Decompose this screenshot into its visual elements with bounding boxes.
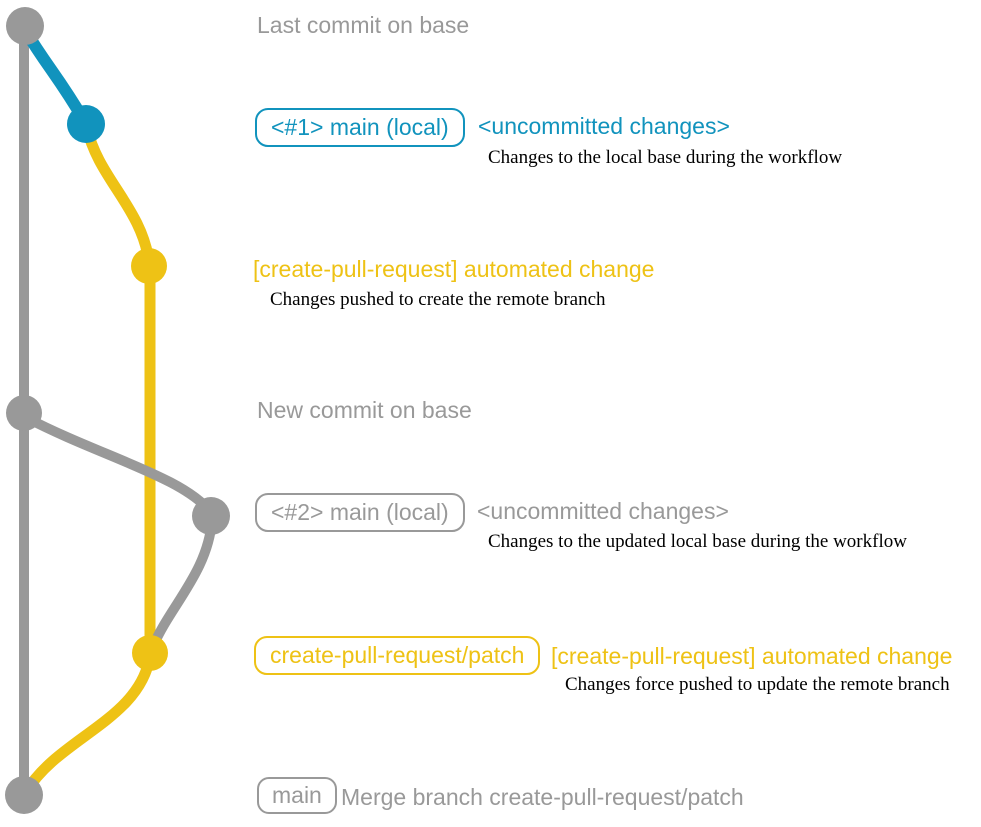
annotation-new-commit-on-base: New commit on base (257, 397, 472, 423)
annotation-last-commit-on-base: Last commit on base (257, 12, 470, 38)
commit-dot-new-base (6, 395, 42, 431)
description-uncommitted-changes-2: Changes to the updated local base during… (488, 531, 907, 552)
branch-tag-main-local-1: <#1> main (local) (255, 108, 465, 147)
commit-dot-local-main-1 (67, 105, 105, 143)
branch-tag-main: main (257, 777, 337, 814)
title-automated-change-2: [create-pull-request] automated change (551, 643, 953, 669)
branch-tag-main-local-2: <#2> main (local) (255, 493, 465, 532)
commit-dot-automated-change-2 (132, 635, 168, 671)
branch-tag-create-pull-request-patch: create-pull-request/patch (254, 636, 541, 675)
commit-dot-automated-change-1 (131, 248, 167, 284)
commit-dot-local-main-2 (192, 497, 230, 535)
description-automated-change-2: Changes force pushed to update the remot… (565, 674, 950, 695)
patch-branch-merge-curve (20, 650, 156, 798)
local-main-2-curve (22, 413, 216, 518)
commit-dot-merge (5, 776, 43, 814)
description-automated-change-1: Changes pushed to create the remote bran… (270, 289, 606, 310)
commit-dot-last-base (6, 7, 44, 45)
description-uncommitted-changes-1: Changes to the local base during the wor… (488, 147, 843, 168)
commit-graph (5, 7, 230, 814)
merge-commit-message: Merge branch create-pull-request/patch (341, 784, 744, 810)
title-uncommitted-changes-2: <uncommitted changes> (477, 498, 729, 524)
patch-branch-upper-curve (81, 122, 155, 268)
title-automated-change-1: [create-pull-request] automated change (253, 256, 655, 282)
local-main-2-rebase-curve (147, 515, 217, 654)
title-uncommitted-changes-1: <uncommitted changes> (478, 113, 730, 139)
